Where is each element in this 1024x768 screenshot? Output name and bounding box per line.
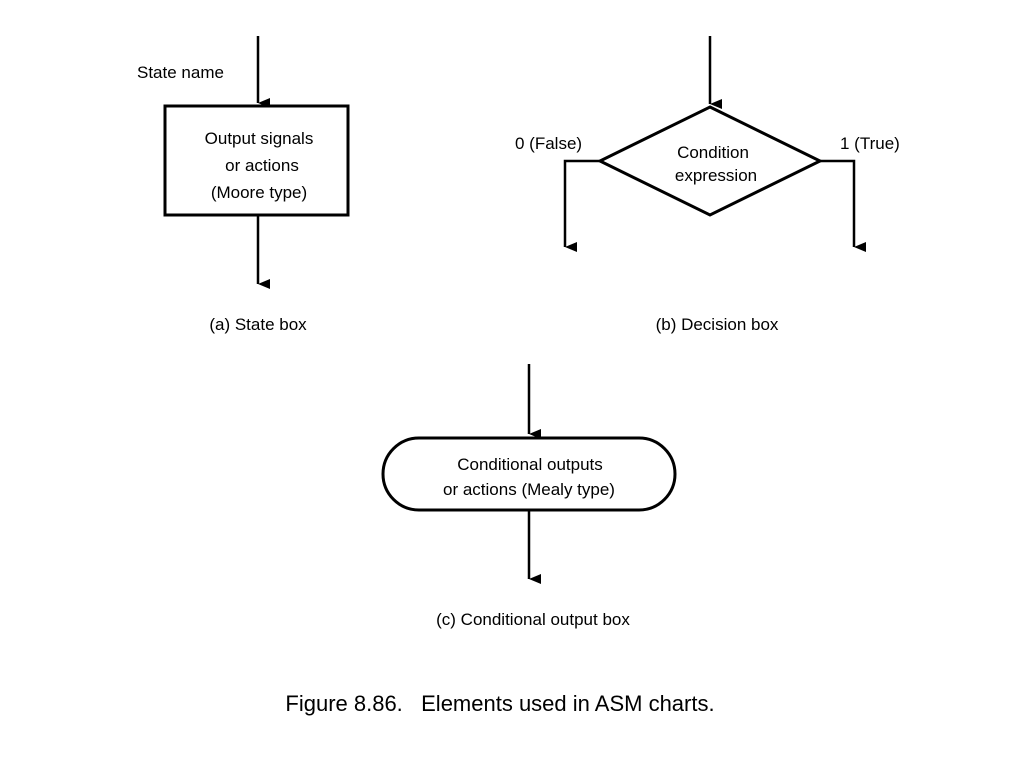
false-branch-arrow: [563, 159, 600, 252]
false-branch-label: 0 (False): [515, 134, 582, 153]
conditional-output-line-2: or actions (Mealy type): [443, 480, 615, 499]
true-branch-label: 1 (True): [840, 134, 900, 153]
decision-box-line-1: Condition: [677, 143, 749, 162]
conditional-output-box-caption: (c) Conditional output box: [436, 610, 630, 629]
state-name-label: State name: [137, 63, 224, 82]
figure-caption: Figure 8.86. Elements used in ASM charts…: [285, 691, 714, 716]
decision-box-caption: (b) Decision box: [656, 315, 779, 334]
state-box-line-1: Output signals: [205, 129, 314, 148]
conditional-output-line-1: Conditional outputs: [457, 455, 603, 474]
state-box-line-2: or actions: [225, 156, 299, 175]
state-box: [163, 104, 350, 217]
state-box-group: State name Output signals or actions (Mo…: [137, 36, 350, 334]
decision-box-line-2: expression: [675, 166, 757, 185]
decision-box-group: Condition expression 0 (False) 1 (True) …: [515, 36, 900, 334]
true-branch-arrow: [820, 159, 866, 252]
state-box-caption: (a) State box: [209, 315, 307, 334]
decision-diamond: [596, 105, 824, 217]
conditional-output-box: [381, 436, 677, 512]
conditional-output-box-group: Conditional outputs or actions (Mealy ty…: [381, 364, 677, 629]
state-box-line-3: (Moore type): [211, 183, 307, 202]
